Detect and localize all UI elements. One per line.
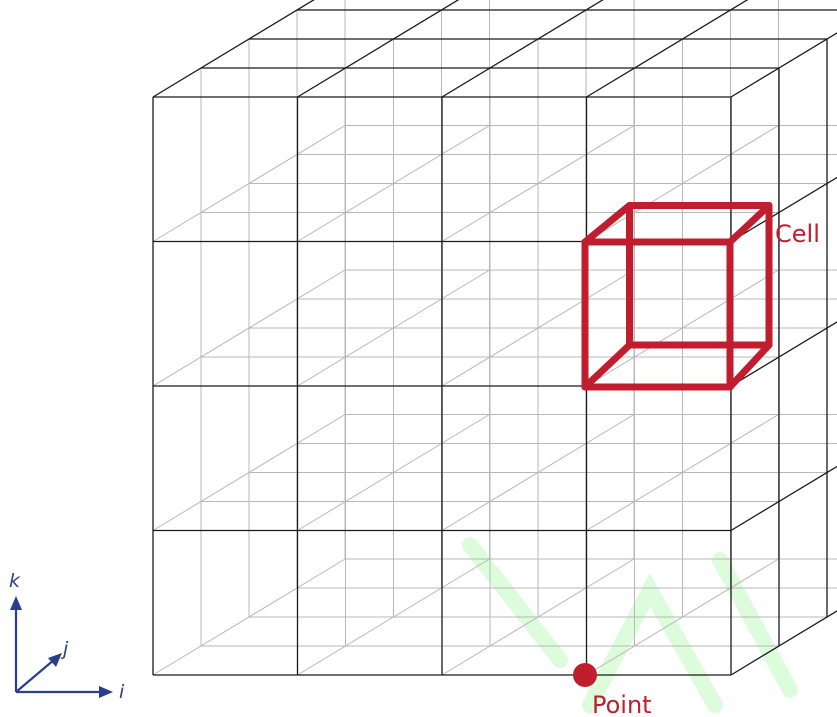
- grid-hidden-line: [152, 125, 346, 242]
- highlighted-cell-back-face: [626, 202, 773, 349]
- axis-i-arrowhead: [99, 686, 113, 698]
- grid-hidden-line: [297, 269, 490, 387]
- grid-line: [297, 0, 460, 98]
- grid-line: [441, 0, 604, 98]
- watermark: [462, 537, 798, 713]
- highlighted-cell-edge: [726, 341, 773, 391]
- grid-hidden-line: [441, 269, 635, 387]
- grid-hidden-line: [297, 125, 490, 242]
- highlighted-cell-front-face: [581, 238, 734, 391]
- grid-hidden-line: [441, 414, 635, 531]
- grid-point-marker: [573, 663, 597, 687]
- axis-triad: [10, 596, 113, 698]
- highlighted-cell-edge: [581, 341, 633, 391]
- grid-hidden-line: [152, 558, 346, 676]
- grid-line: [730, 321, 837, 387]
- grid-hidden-line: [297, 558, 490, 676]
- grid-line: [730, 32, 837, 98]
- highlighted-cell-edge: [581, 202, 633, 246]
- grid-hidden-line: [586, 269, 779, 387]
- axis-i-label: i: [119, 681, 125, 703]
- grid-hidden-line: [297, 414, 490, 531]
- highlighted-cell-edge: [726, 202, 773, 246]
- cell-label: Cell: [775, 220, 820, 248]
- axis-k-label: k: [9, 570, 21, 592]
- grid-line: [730, 465, 837, 532]
- grid-hidden-line: [586, 414, 779, 531]
- grid-hidden-line: [586, 558, 779, 676]
- grid-hidden-line: [586, 125, 779, 242]
- axis-j-line: [15, 658, 56, 693]
- grid-line: [730, 610, 837, 676]
- grid-line: [586, 0, 749, 98]
- grid-hidden-line: [441, 558, 635, 676]
- grid-hidden-line: [152, 414, 346, 531]
- axis-j-label: j: [60, 638, 69, 660]
- axis-k-arrowhead: [10, 596, 22, 610]
- grid-line: [152, 0, 315, 98]
- grid-hidden-line: [152, 269, 346, 387]
- grid-hidden-line: [441, 125, 635, 242]
- point-label: Point: [592, 691, 652, 717]
- grid-line: [730, 176, 837, 243]
- highlighted-cell: [581, 202, 773, 391]
- axis-j-arrowhead: [48, 653, 62, 667]
